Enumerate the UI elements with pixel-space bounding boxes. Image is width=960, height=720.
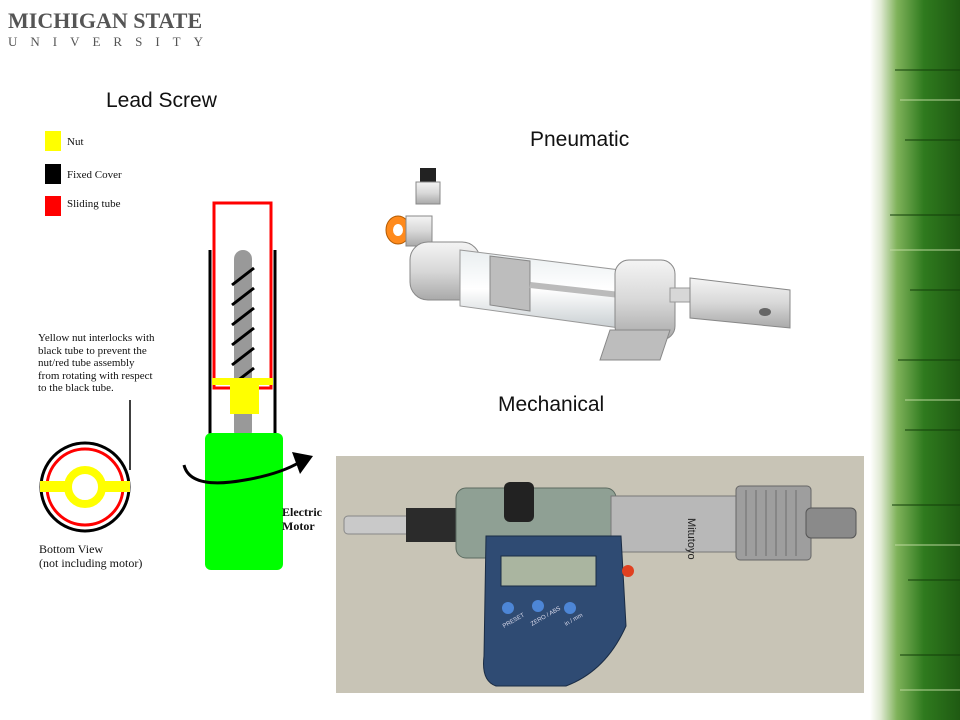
bottom-view-line1: Bottom View	[39, 542, 104, 556]
logo-line2: UNIVERSITY	[8, 34, 216, 49]
lead-screw-title: Lead Screw	[106, 89, 217, 112]
pneumatic-cylinder-image	[385, 168, 791, 361]
legend-label-sliding-tube: Sliding tube	[67, 198, 121, 210]
legend-swatch-sliding-tube	[45, 196, 61, 216]
interlock-note: Yellow nut interlocks with black tube to…	[38, 332, 155, 394]
motor-line1: Electric	[282, 505, 322, 519]
green-band-decoration	[870, 0, 960, 720]
pneumatic-title: Pneumatic	[530, 128, 630, 151]
legend-swatch-nut	[45, 131, 61, 151]
lead-screw-diagram	[39, 201, 313, 570]
bottom-view-caption: Bottom View (not including motor)	[39, 542, 142, 570]
electric-motor-label: Electric Motor	[282, 505, 322, 533]
digital-micrometer-photo: Mitutoyo PRESET ZERO / ABS in / mm	[336, 456, 864, 693]
mechanical-title: Mechanical	[498, 393, 605, 416]
bottom-view-line2: (not including motor)	[39, 556, 143, 570]
msu-logo: MICHIGAN STATE UNIVERSITY	[8, 10, 216, 50]
motor-line2: Motor	[282, 519, 315, 533]
micrometer-brand: Mitutoyo	[685, 518, 697, 560]
legend-swatch-fixed-cover	[45, 164, 61, 184]
legend-label-fixed-cover: Fixed Cover	[67, 169, 122, 181]
legend-label-nut: Nut	[67, 136, 84, 148]
logo-line1: MICHIGAN STATE	[8, 8, 203, 33]
